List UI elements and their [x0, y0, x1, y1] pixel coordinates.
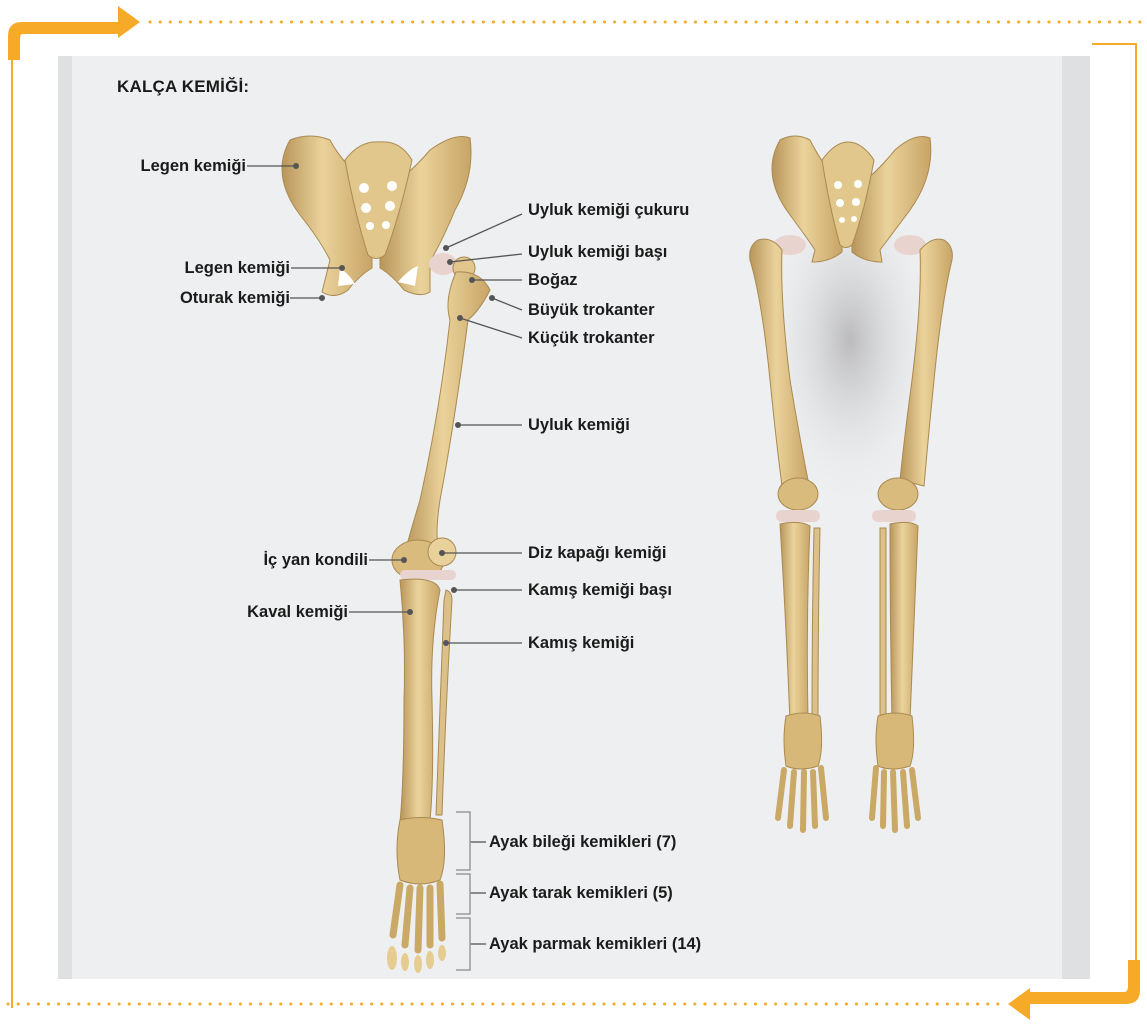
- arrow-right-icon: [8, 6, 140, 60]
- label-kamis-kemigi-basi: Kamış kemiği başı: [528, 580, 672, 600]
- fibula: [436, 590, 452, 815]
- foot-brackets: [456, 812, 470, 970]
- page-title: KALÇA KEMİĞİ:: [117, 77, 249, 97]
- label-uyluk-kemigi: Uyluk kemiği: [528, 415, 630, 435]
- label-oturak-kemigi: Oturak kemiği: [120, 288, 290, 308]
- label-kamis-kemigi: Kamış kemiği: [528, 633, 634, 653]
- label-ayak-bilegi-kemikleri: Ayak bileği kemikleri (7): [489, 832, 676, 852]
- label-ayak-tarak-kemikleri: Ayak tarak kemikleri (5): [489, 883, 673, 903]
- label-legen-kemigi-2: Legen kemiği: [140, 258, 290, 278]
- label-kucuk-trokanter: Küçük trokanter: [528, 328, 655, 348]
- femur: [404, 272, 490, 556]
- bottom-border: [8, 44, 1140, 1020]
- label-bogaz: Boğaz: [528, 270, 578, 290]
- label-legen-kemigi-1: Legen kemiği: [96, 156, 246, 176]
- tibia: [400, 579, 440, 822]
- label-uyluk-kemigi-basi: Uyluk kemiği başı: [528, 242, 667, 262]
- foot-left: [387, 818, 446, 974]
- label-ayak-parmak-kemikleri: Ayak parmak kemikleri (14): [489, 934, 701, 954]
- label-ic-yan-kondili: İç yan kondili: [190, 550, 368, 570]
- arrow-left-icon: [1008, 960, 1140, 1020]
- label-uyluk-kemigi-cukuru: Uyluk kemiği çukuru: [528, 200, 689, 220]
- label-kaval-kemigi: Kaval kemiği: [190, 602, 348, 622]
- label-diz-kapagi-kemigi: Diz kapağı kemiği: [528, 543, 666, 563]
- label-buyuk-trokanter: Büyük trokanter: [528, 300, 655, 320]
